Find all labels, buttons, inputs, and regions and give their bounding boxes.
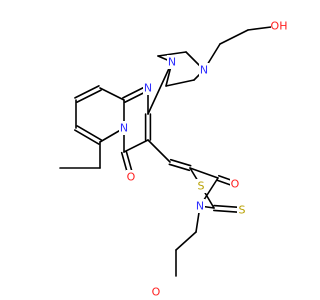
atom-label-oxygen: O xyxy=(127,171,136,184)
atom-label-background xyxy=(196,179,206,193)
atom-label-background xyxy=(151,285,161,299)
double-bond-line xyxy=(74,85,100,99)
atom-label-nitrogen: N xyxy=(196,200,204,213)
atom-label-background xyxy=(119,121,129,135)
atom-label-background xyxy=(271,19,287,33)
atom-label-nitrogen: N xyxy=(168,56,176,69)
double-bond-line xyxy=(73,129,100,145)
single-bond xyxy=(147,139,171,163)
single-bond xyxy=(123,139,149,153)
atom-label-background xyxy=(195,199,205,213)
atom-label-nitrogen: N xyxy=(144,82,152,95)
atom-label-background xyxy=(167,55,177,69)
atom-label-background xyxy=(126,170,136,184)
atom-label-background xyxy=(199,63,209,77)
atom-label-sulfur: S xyxy=(239,204,246,217)
double-bond-line xyxy=(168,163,191,172)
double-bond-line xyxy=(122,85,148,99)
atom-label-background xyxy=(143,81,153,95)
atom-label-nitrogen: N xyxy=(200,64,208,77)
single-bond xyxy=(165,79,195,87)
atom-label-oxygen: OH xyxy=(271,20,288,33)
atom-label-background xyxy=(230,177,240,191)
atom-label-oxygen: O xyxy=(152,286,161,299)
atom-label-sulfur: S xyxy=(198,180,205,193)
atom-label-oxygen: O xyxy=(231,178,240,191)
single-bond xyxy=(189,167,219,179)
single-bond xyxy=(157,51,187,57)
double-bond-line xyxy=(76,125,103,141)
atom-label-background xyxy=(237,203,247,217)
double-bond-line xyxy=(169,158,192,167)
single-bond xyxy=(219,29,249,45)
double-bond-line xyxy=(76,89,102,103)
single-bond xyxy=(175,231,197,251)
atom-label-nitrogen: N xyxy=(120,122,128,135)
single-bond xyxy=(99,87,125,101)
single-bond xyxy=(147,61,173,115)
